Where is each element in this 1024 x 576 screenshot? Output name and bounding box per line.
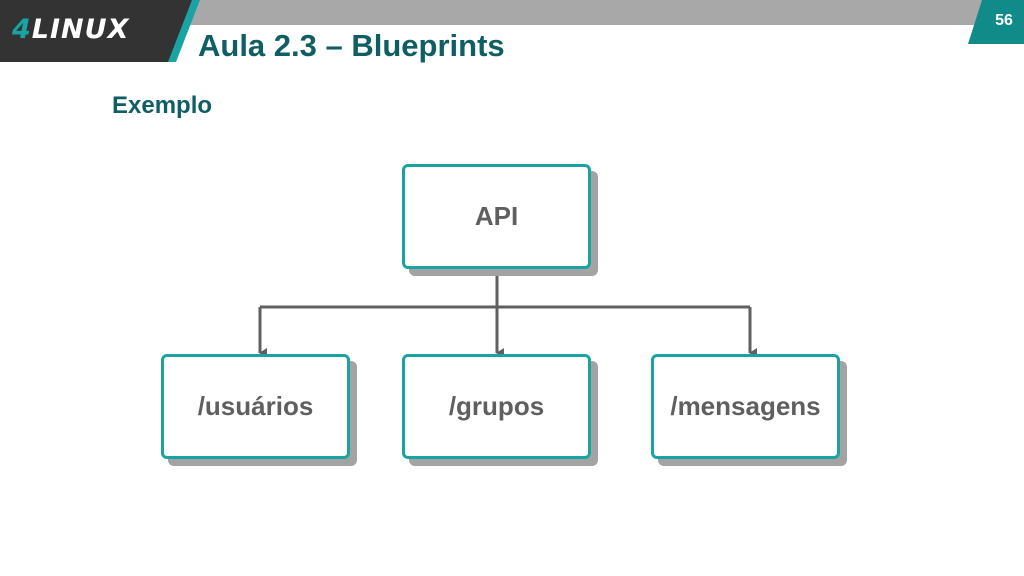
logo: 4LINUX <box>12 14 129 45</box>
node-api-label: API <box>474 201 519 231</box>
node-api: API <box>402 164 591 269</box>
node-mensagens-label: /mensagens <box>670 391 821 421</box>
logo-number: 4 <box>12 14 32 45</box>
node-usuarios: /usuários <box>161 354 350 459</box>
logo-word: LINUX <box>31 14 130 45</box>
section-subtitle: Exemplo <box>112 92 213 119</box>
logo-background <box>0 0 200 62</box>
node-grupos-label: /grupos <box>448 391 545 421</box>
node-grupos: /grupos <box>402 354 591 459</box>
node-mensagens: /mensagens <box>651 354 840 459</box>
node-usuarios-label: /usuários <box>197 391 314 421</box>
logo-dark-panel <box>0 0 192 62</box>
slide-title: Aula 2.3 – Blueprints <box>198 28 505 63</box>
page-number-badge <box>968 0 1024 44</box>
page-number: 56 <box>995 12 1013 29</box>
